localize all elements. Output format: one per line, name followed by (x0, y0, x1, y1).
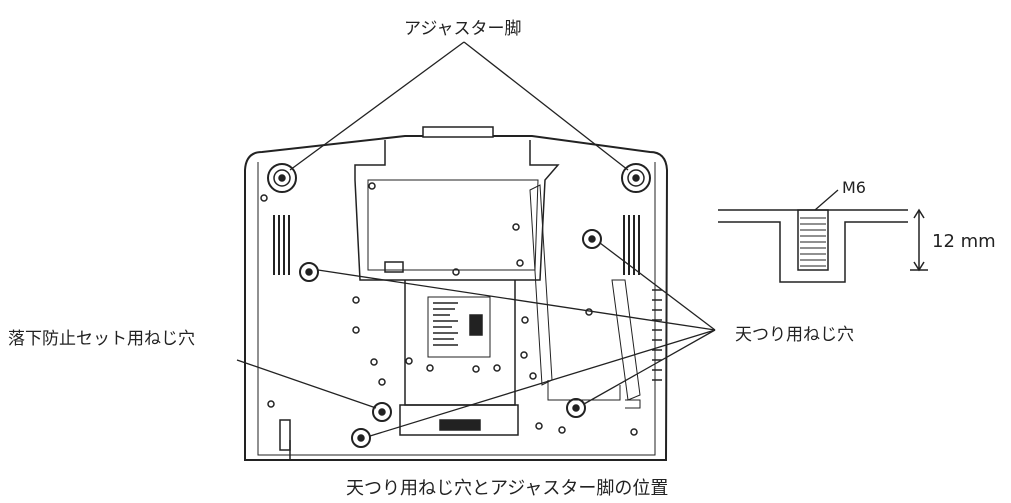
thread-size-label: M6 (842, 178, 866, 197)
adjuster-foot-right (621, 163, 651, 193)
ceiling-screw-holes-label: 天つり用ねじ穴 (735, 325, 854, 345)
leader-lines (236, 41, 716, 437)
ceiling-screw-hole-1 (299, 262, 319, 282)
depth-label: 12 mm (932, 231, 996, 252)
ceiling-screw-hole-4 (351, 428, 371, 448)
anti-fall-screw-hole (372, 402, 392, 422)
ceiling-screw-hole-3 (566, 398, 586, 418)
right-vent (623, 215, 640, 275)
figure-caption: 天つり用ねじ穴とアジャスター脚の位置 (346, 478, 669, 499)
left-vent (273, 215, 290, 275)
small-holes (260, 182, 638, 436)
adjuster-feet-label: アジャスター脚 (404, 19, 522, 39)
ceiling-screw-hole-2 (582, 229, 602, 249)
projector-body (244, 126, 669, 461)
right-side-vent (652, 289, 662, 381)
adjuster-foot-left (267, 163, 297, 193)
screw-depth-detail (718, 189, 928, 283)
anti-fall-screw-hole-label: 落下防止セット用ねじ穴 (8, 329, 195, 349)
